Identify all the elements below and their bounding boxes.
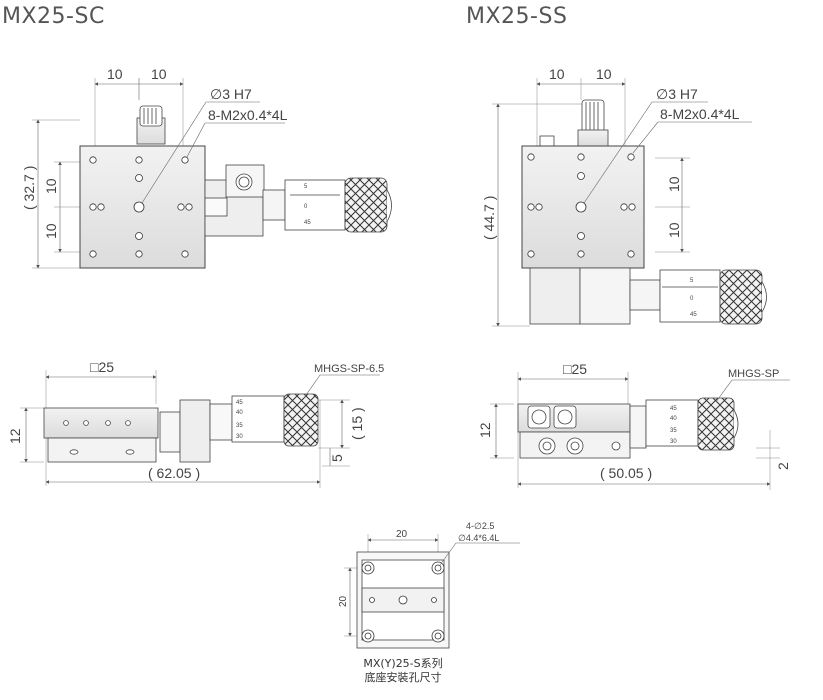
sc-top-view: [32, 78, 392, 269]
base-hole-callout-1: 4-∅2.5: [466, 521, 494, 531]
ss-top-thread-callout: 8-M2x0.4*4L: [660, 106, 740, 122]
base-height-dim: 20: [338, 595, 349, 607]
ss-top-pitch-1: 10: [549, 66, 565, 82]
scale-tick: 5: [690, 278, 694, 284]
model-title-sc: MX25-SC: [2, 4, 105, 29]
base-caption: MX(Y)25-S系列 底座安裝孔尺寸: [343, 657, 463, 685]
ss-top-pitch-2: 10: [596, 66, 612, 82]
scale-tick: 30: [236, 434, 243, 440]
sc-top-micrometer-scale: 5 0 45: [304, 184, 311, 226]
scale-tick: 30: [670, 439, 677, 445]
ss-top-view: [492, 78, 767, 327]
sc-side-micrometer-label: MHGS-SP-6.5: [314, 363, 384, 375]
ss-side-micrometer-scale: 45 40 35 30: [670, 406, 677, 445]
ss-top-micrometer-scale: 5 0 45: [690, 278, 697, 318]
ss-top-hole-callout: ∅3 H7: [656, 86, 698, 102]
scale-tick: 45: [670, 406, 677, 412]
ss-side-offset-dim: 2: [775, 462, 791, 470]
scale-tick: 40: [670, 416, 677, 422]
scale-tick: 45: [690, 312, 697, 318]
sc-top-pitch-2: 10: [151, 66, 167, 82]
scale-tick: 0: [690, 296, 694, 302]
base-caption-line-1: MX(Y)25-S系列: [363, 657, 443, 670]
ss-top-height-dim: ( 44.7 ): [481, 196, 497, 240]
base-mounting-view: [344, 534, 520, 649]
sc-side-height-dim: 12: [7, 428, 23, 444]
sc-side-micrometer-height: ( 15 ): [349, 407, 365, 440]
scale-tick: 0: [304, 204, 308, 210]
ss-side-micrometer-label: MHGS-SP: [728, 368, 779, 380]
sc-side-square-dim: □25: [90, 359, 114, 375]
sc-top-side-pitch-1: 10: [43, 178, 59, 194]
sc-side-length-dim: ( 62.05 ): [148, 465, 200, 481]
sc-side-micrometer-scale: 45 40 35 30: [236, 400, 243, 440]
sc-top-thread-callout: 8-M2x0.4*4L: [208, 107, 288, 123]
sc-top-side-pitch-2: 10: [43, 223, 59, 239]
ss-top-side-pitch-2: 10: [666, 222, 682, 238]
base-hole-callout-2: ∅4.4*6.4L: [458, 533, 499, 543]
scale-tick: 35: [236, 423, 243, 429]
ss-side-height-dim: 12: [477, 422, 493, 438]
model-title-ss: MX25-SS: [466, 4, 568, 29]
sc-top-pitch-1: 10: [107, 66, 123, 82]
ss-side-view: [490, 372, 790, 490]
base-width-dim: 20: [396, 529, 408, 540]
sc-side-offset-dim: 5: [329, 454, 345, 462]
sc-top-hole-callout: ∅3 H7: [210, 86, 252, 102]
scale-tick: 45: [304, 220, 311, 226]
ss-side-square-dim: □25: [563, 361, 587, 377]
base-caption-line-2: 底座安裝孔尺寸: [364, 671, 442, 684]
scale-tick: 35: [670, 428, 677, 434]
sc-top-height-dim: ( 32.7 ): [21, 166, 37, 210]
scale-tick: 40: [236, 410, 243, 416]
ss-top-side-pitch-1: 10: [666, 176, 682, 192]
scale-tick: 5: [304, 184, 308, 190]
ss-side-length-dim: ( 50.05 ): [600, 465, 652, 481]
scale-tick: 45: [236, 400, 243, 406]
sc-side-view: [20, 370, 380, 488]
